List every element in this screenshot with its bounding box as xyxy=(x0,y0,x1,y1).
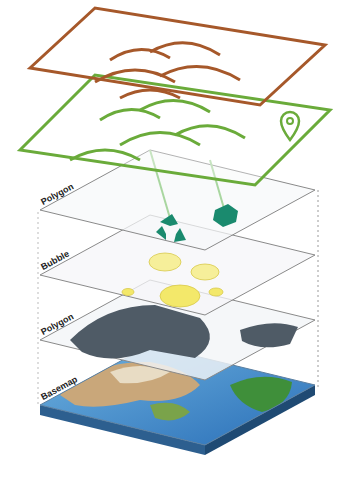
guide-line xyxy=(318,190,319,390)
guide-line xyxy=(38,212,39,405)
polygon-layer xyxy=(40,280,315,380)
brown-layer xyxy=(30,8,325,105)
